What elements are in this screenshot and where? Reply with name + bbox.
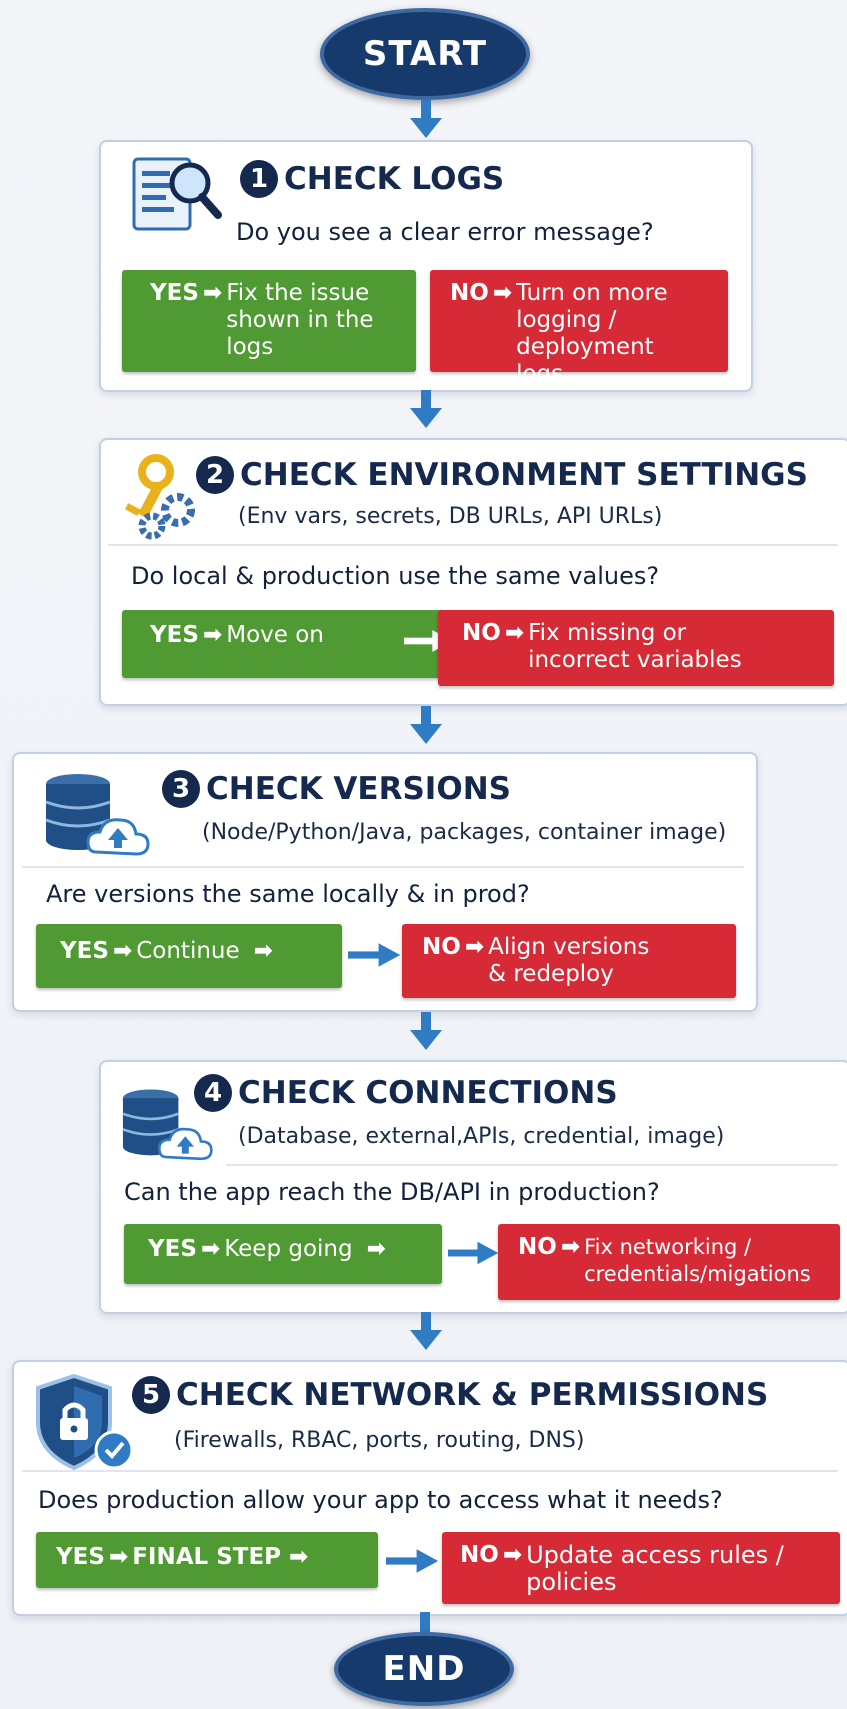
- step-title-text-4: CHECK CONNECTIONS: [238, 1075, 618, 1111]
- step-number-5: 5: [132, 1376, 170, 1414]
- no-text-1: Turn on more logging / deployment logs: [516, 280, 668, 387]
- step-number-4: 4: [194, 1074, 232, 1112]
- step-number-3: 3: [162, 770, 200, 808]
- yes-label-1: YES: [150, 280, 199, 306]
- shield-lock-icon: [36, 1373, 134, 1471]
- right-arrow: [448, 1238, 500, 1268]
- step-question-3: Are versions the same locally & in prod?: [46, 880, 530, 908]
- divider: [108, 544, 838, 546]
- no-text-3: Align versions & redeploy: [488, 934, 650, 987]
- step-title-5: 5 CHECK NETWORK & PERMISSIONS: [132, 1376, 768, 1414]
- yes-label-3: YES: [60, 938, 109, 964]
- no-box-5: NO➡ Update access rules / policies: [442, 1532, 840, 1604]
- down-arrow: [406, 100, 446, 140]
- key-gears-icon: [124, 454, 195, 540]
- right-arrow: [348, 940, 402, 970]
- step-subtitle-4: (Database, external,APIs, credential, im…: [238, 1124, 725, 1149]
- yes-text-3: Continue: [136, 938, 240, 964]
- yes-text-5: FINAL STEP: [132, 1544, 282, 1570]
- yes-label-5: YES: [56, 1544, 105, 1570]
- step-title-3: 3 CHECK VERSIONS: [162, 770, 511, 808]
- down-arrow: [406, 1012, 446, 1052]
- no-text-2: Fix missing or incorrect variables: [528, 620, 742, 673]
- yes-box-3: YES➡Continue➡: [36, 924, 342, 988]
- down-arrow: [406, 1312, 446, 1352]
- divider: [22, 866, 744, 868]
- step-subtitle-2: (Env vars, secrets, DB URLs, API URLs): [238, 504, 663, 529]
- database-cloud-icon: [38, 770, 158, 860]
- yes-box-4: YES➡Keep going➡: [124, 1224, 442, 1284]
- right-arrow: [386, 1546, 440, 1576]
- no-label-4: NO: [518, 1234, 557, 1260]
- step-title-4: 4 CHECK CONNECTIONS: [194, 1074, 618, 1112]
- step-title-text-5: CHECK NETWORK & PERMISSIONS: [176, 1377, 769, 1413]
- no-label-1: NO: [450, 280, 489, 306]
- step-question-5: Does production allow your app to access…: [38, 1486, 723, 1514]
- no-text-4: Fix networking / credentials/migations: [584, 1235, 811, 1286]
- divider: [226, 1164, 838, 1166]
- divider: [22, 1470, 838, 1472]
- no-box-3: NO➡ Align versions & redeploy: [402, 924, 736, 998]
- step-question-2: Do local & production use the same value…: [131, 562, 660, 590]
- no-box-2: NO➡ Fix missing or incorrect variables: [438, 610, 834, 686]
- end-label: END: [382, 1649, 466, 1689]
- log-search-icon: [132, 157, 222, 231]
- start-label: START: [362, 34, 488, 74]
- no-label-5: NO: [460, 1542, 499, 1568]
- end-node: END: [334, 1632, 514, 1706]
- yes-label-4: YES: [148, 1236, 197, 1262]
- yes-box-5: YES➡FINAL STEP➡: [36, 1532, 378, 1588]
- yes-text-4: Keep going: [224, 1236, 353, 1262]
- no-label-2: NO: [462, 620, 501, 646]
- step-title-2: 2 CHECK ENVIRONMENT SETTINGS: [196, 456, 808, 494]
- step-title-text-1: CHECK LOGS: [284, 161, 505, 197]
- step-number-1: 1: [240, 160, 278, 198]
- down-arrow: [406, 706, 446, 746]
- yes-label-2: YES: [150, 622, 199, 648]
- yes-text-2: Move on: [226, 622, 324, 648]
- step-question-1: Do you see a clear error message?: [236, 218, 654, 246]
- down-arrow: [406, 390, 446, 430]
- no-label-3: NO: [422, 934, 461, 960]
- no-box-4: NO➡ Fix networking / credentials/migatio…: [498, 1224, 840, 1300]
- step-title-1: 1 CHECK LOGS: [240, 160, 504, 198]
- yes-text-1: Fix the issue shown in the logs: [226, 280, 374, 360]
- step-title-text-3: CHECK VERSIONS: [206, 771, 511, 807]
- end-connector: [420, 1612, 430, 1636]
- yes-box-1: YES➡ Fix the issue shown in the logs: [122, 270, 416, 372]
- no-text-5: Update access rules / policies: [526, 1541, 784, 1596]
- step-question-4: Can the app reach the DB/API in producti…: [124, 1178, 660, 1206]
- step-number-2: 2: [196, 456, 234, 494]
- no-box-1: NO➡ Turn on more logging / deployment lo…: [430, 270, 728, 387]
- yes-box-2: YES➡Move on: [122, 610, 446, 678]
- start-node: START: [320, 8, 530, 100]
- step-subtitle-3: (Node/Python/Java, packages, container i…: [202, 820, 727, 845]
- step-title-text-2: CHECK ENVIRONMENT SETTINGS: [240, 457, 808, 493]
- step-subtitle-5: (Firewalls, RBAC, ports, routing, DNS): [174, 1428, 585, 1453]
